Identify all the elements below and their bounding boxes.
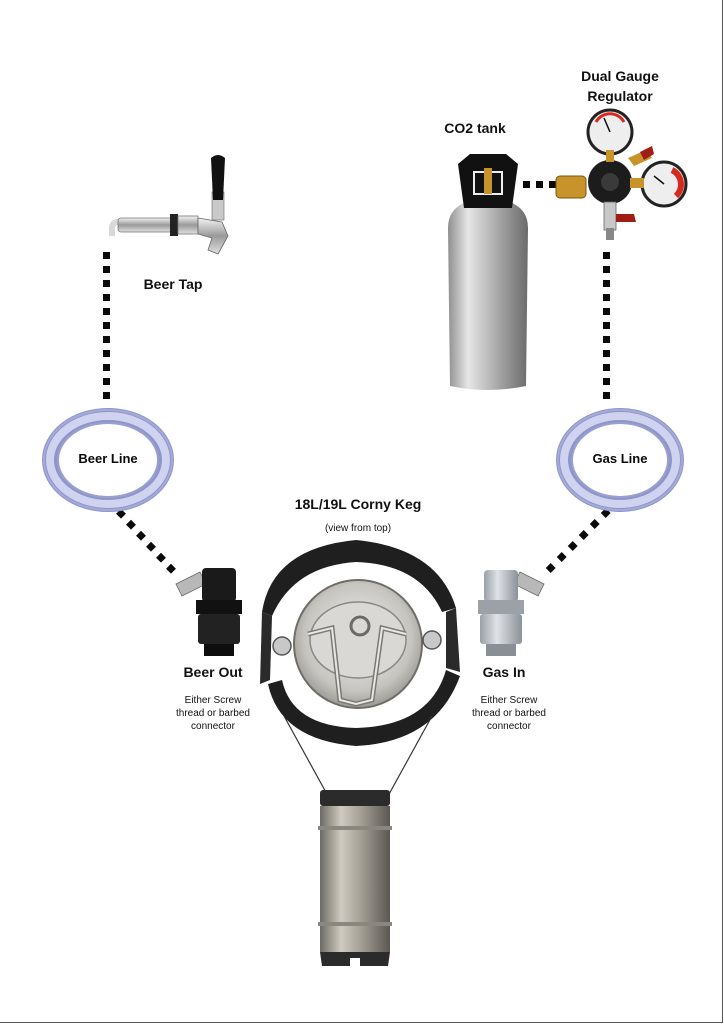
gas-in-note-line3: connector <box>487 721 531 732</box>
gas-in-note-line2: thread or barbed <box>472 708 546 719</box>
gas-in-connector-icon <box>478 570 545 656</box>
keg-projection-line-left <box>283 715 329 797</box>
keg-top-icon <box>260 540 460 746</box>
co2-tank-label: CO2 tank <box>444 120 506 136</box>
dotted-connection-beerline-to-beerout <box>116 508 176 574</box>
regulator-label-line1: Dual Gauge <box>581 68 659 84</box>
regulator-icon <box>555 108 688 240</box>
co2-tank-icon <box>448 154 528 390</box>
beer-out-label: Beer Out <box>183 664 243 680</box>
gas-in-note-line1: Either Screw <box>480 695 538 706</box>
beer-out-note-line1: Either Screw <box>184 695 242 706</box>
beer-out-connector-icon <box>175 568 242 656</box>
beer-tap-label: Beer Tap <box>143 276 203 292</box>
keg-projection-line-right <box>387 715 433 797</box>
beer-line-label: Beer Line <box>78 451 138 466</box>
dotted-connection-tap-to-beerline <box>103 252 110 399</box>
beer-line-coil-icon <box>42 408 174 512</box>
regulator-label-line2: Regulator <box>587 88 653 104</box>
dotted-connection-gasline-to-gasin <box>545 508 611 573</box>
beer-tap-icon <box>109 155 229 255</box>
keg-title: 18L/19L Corny Keg <box>294 496 422 512</box>
gas-in-label: Gas In <box>482 664 526 680</box>
beer-out-note-line2: thread or barbed <box>176 708 250 719</box>
keg-subtitle: (view from top) <box>324 523 392 534</box>
beer-out-note-line3: connector <box>191 721 235 732</box>
gas-line-coil-icon <box>556 408 684 512</box>
dotted-connection-regulator-to-gasline <box>603 252 610 399</box>
keg-body-icon <box>318 790 392 966</box>
gas-line-label: Gas Line <box>592 451 648 466</box>
dotted-connection-tank-to-regulator <box>523 181 556 188</box>
